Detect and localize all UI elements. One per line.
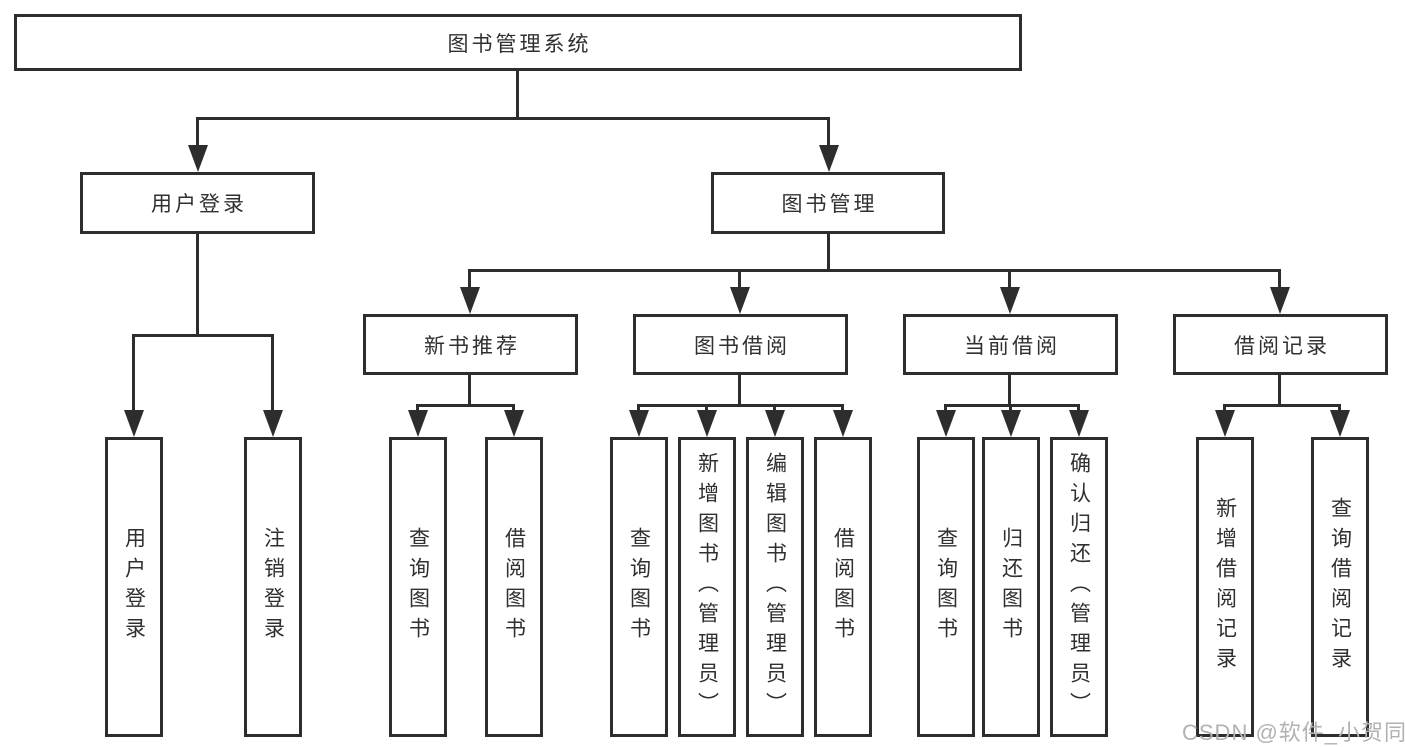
arrowhead-down-icon (819, 145, 839, 172)
leaf-return-books: 归还图书 (982, 437, 1040, 737)
node-book-management: 图书管理 (711, 172, 945, 234)
node-user-login: 用户登录 (80, 172, 315, 234)
arrowhead-down-icon (1330, 410, 1350, 437)
connector-line (738, 269, 741, 292)
connector-line (468, 269, 471, 292)
leaf-query-books-borrowing-label: 查询图书 (627, 527, 651, 647)
connector-line (416, 404, 419, 414)
node-current-borrowing-label: 当前借阅 (964, 334, 1060, 358)
connector-line (1009, 404, 1012, 414)
connector-line (637, 404, 844, 407)
connector-line (132, 334, 274, 337)
leaf-add-borrow-record-label: 新增借阅记录 (1213, 497, 1237, 677)
connector-line (468, 374, 471, 407)
connector-line (827, 117, 830, 150)
arrowhead-down-icon (1215, 410, 1235, 437)
connector-line (773, 404, 776, 414)
connector-line (944, 404, 947, 414)
connector-line (468, 269, 1281, 272)
arrowhead-down-icon (697, 410, 717, 437)
connector-line (516, 70, 519, 120)
leaf-user-login-label: 用户登录 (122, 527, 146, 647)
connector-line (512, 404, 515, 414)
node-library-system: 图书管理系统 (14, 14, 1022, 71)
node-borrowing-records: 借阅记录 (1173, 314, 1388, 375)
leaf-return-books-label: 归还图书 (999, 527, 1023, 647)
leaf-borrow-books-label: 借阅图书 (831, 527, 855, 647)
leaf-add-borrow-record: 新增借阅记录 (1196, 437, 1254, 737)
leaf-confirm-return-admin-label: 确认归还（管理员） (1067, 452, 1091, 722)
leaf-query-books-recommend-label: 查询图书 (406, 527, 430, 647)
connector-line (196, 117, 830, 120)
leaf-logout-label: 注销登录 (261, 527, 285, 647)
node-book-borrowing-label: 图书借阅 (694, 334, 790, 358)
arrowhead-down-icon (408, 410, 428, 437)
leaf-user-login: 用户登录 (105, 437, 163, 737)
leaf-logout: 注销登录 (244, 437, 302, 737)
leaf-add-books-admin: 新增图书（管理员） (678, 437, 736, 737)
arrowhead-down-icon (629, 410, 649, 437)
connector-line (196, 117, 199, 150)
node-book-borrowing: 图书借阅 (633, 314, 848, 375)
connector-line (637, 404, 640, 414)
connector-line (1008, 269, 1011, 292)
leaf-edit-books-admin: 编辑图书（管理员） (746, 437, 804, 737)
leaf-borrow-books-recommend: 借阅图书 (485, 437, 543, 737)
leaf-borrow-books-recommend-label: 借阅图书 (502, 527, 526, 647)
connector-line (841, 404, 844, 414)
connector-line (1077, 404, 1080, 414)
connector-line (1278, 269, 1281, 292)
connector-line (1223, 404, 1226, 414)
leaf-query-books-borrowing: 查询图书 (610, 437, 668, 737)
connector-line (944, 404, 1080, 407)
connector-line (1278, 374, 1281, 407)
connector-line (738, 374, 741, 407)
leaf-query-books-current-label: 查询图书 (934, 527, 958, 647)
csdn-watermark: CSDN @软件_小贺同学 (1182, 720, 1405, 745)
connector-line (1008, 374, 1011, 407)
arrowhead-down-icon (460, 287, 480, 314)
connector-line (1223, 404, 1341, 407)
node-book-management-label: 图书管理 (781, 193, 878, 216)
arrowhead-down-icon (765, 410, 785, 437)
arrowhead-down-icon (1270, 287, 1290, 314)
leaf-query-books-recommend: 查询图书 (389, 437, 447, 737)
node-new-book-recommendation: 新书推荐 (363, 314, 578, 375)
arrowhead-down-icon (1001, 410, 1021, 437)
leaf-confirm-return-admin: 确认归还（管理员） (1050, 437, 1108, 737)
arrowhead-down-icon (1069, 410, 1089, 437)
node-library-system-label: 图书管理系统 (447, 32, 592, 56)
arrowhead-down-icon (730, 287, 750, 314)
leaf-query-borrow-record: 查询借阅记录 (1311, 437, 1369, 737)
connector-line (196, 233, 199, 337)
leaf-add-books-admin-label: 新增图书（管理员） (695, 452, 719, 722)
connector-line (705, 404, 708, 414)
arrowhead-down-icon (263, 410, 283, 437)
arrowhead-down-icon (936, 410, 956, 437)
node-current-borrowing: 当前借阅 (903, 314, 1118, 375)
arrowhead-down-icon (504, 410, 524, 437)
connector-line (827, 233, 830, 272)
connector-line (271, 334, 274, 414)
connector-line (416, 404, 515, 407)
leaf-borrow-books: 借阅图书 (814, 437, 872, 737)
connector-line (1338, 404, 1341, 414)
arrowhead-down-icon (124, 410, 144, 437)
node-borrowing-records-label: 借阅记录 (1234, 334, 1330, 358)
arrowhead-down-icon (188, 145, 208, 172)
connector-line (132, 334, 135, 414)
node-new-book-recommendation-label: 新书推荐 (424, 334, 520, 358)
leaf-query-borrow-record-label: 查询借阅记录 (1328, 497, 1352, 677)
node-user-login-label: 用户登录 (151, 193, 247, 216)
arrowhead-down-icon (833, 410, 853, 437)
leaf-query-books-current: 查询图书 (917, 437, 975, 737)
leaf-edit-books-admin-label: 编辑图书（管理员） (763, 452, 787, 722)
arrowhead-down-icon (1000, 287, 1020, 314)
